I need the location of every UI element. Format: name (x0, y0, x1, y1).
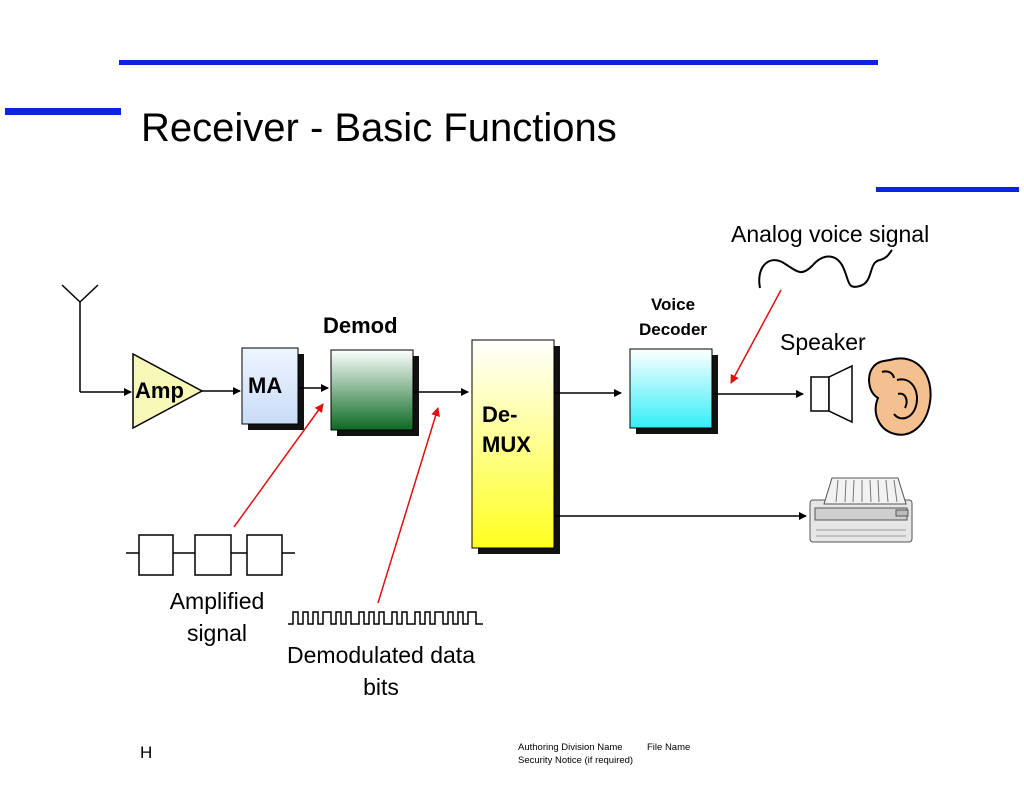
amp-triangle (132, 352, 204, 430)
left-accent-bar (5, 108, 121, 115)
demux-label-line1: De- (482, 402, 518, 427)
footer-division: Authoring Division Name (518, 742, 623, 753)
right-accent-bar (876, 187, 1019, 192)
ma-block (241, 347, 299, 425)
demod-bits-label-line2: bits (363, 674, 399, 700)
antenna-icon (61, 284, 99, 392)
demux-label-line2: MUX (482, 432, 531, 457)
top-accent-bar (119, 60, 878, 65)
footer-security: Security Notice (if required) (518, 755, 634, 766)
demodulated-bits-waveform (288, 611, 483, 625)
demod-label: Demod (323, 313, 398, 338)
voice-decoder-block (629, 348, 713, 429)
analog-voice-annotation-arrow (730, 289, 782, 384)
ear-icon (868, 357, 932, 436)
slide-title: Receiver - Basic Functions (141, 106, 617, 150)
printer-icon (809, 477, 913, 543)
demod-block (330, 349, 414, 431)
demux-block (471, 339, 555, 549)
demod-bits-label-line1: Demodulated data (287, 642, 475, 668)
voice-decoder-label-line1: Voice (650, 295, 696, 314)
analog-voice-waveform (758, 249, 893, 289)
amplified-signal-waveform (126, 534, 295, 576)
ma-label: MA (248, 373, 283, 398)
analog-voice-label: Analog voice signal (731, 221, 930, 247)
speaker-label: Speaker (780, 329, 866, 355)
amplified-label-line2: signal (186, 620, 248, 646)
speaker-icon (810, 364, 853, 424)
amplified-label-line1: Amplified (169, 588, 265, 614)
amp-label: Amp (135, 378, 184, 403)
demod-bits-annotation-arrow (377, 407, 440, 604)
voice-decoder-label-line2: Decoder (638, 320, 708, 339)
page-marker: H (140, 743, 153, 762)
amplified-annotation-arrow (233, 403, 324, 528)
footer-file-name: File Name (647, 742, 691, 753)
